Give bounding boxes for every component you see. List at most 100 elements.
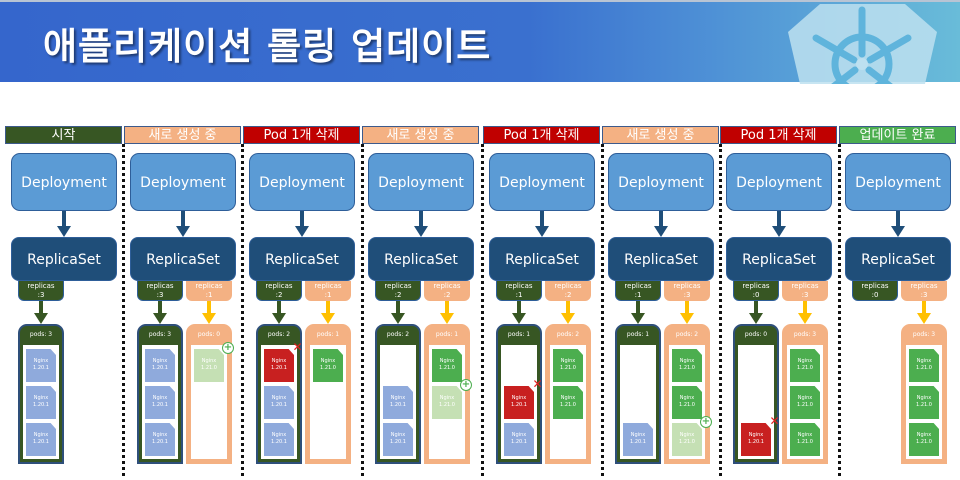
replicas-label: replicas <box>195 282 223 290</box>
replicas-count: :1 <box>205 291 213 299</box>
arrow-head <box>749 313 763 324</box>
phase-label-start: 시작 <box>5 126 122 144</box>
replicaset-box[interactable]: ReplicaSet <box>249 237 355 281</box>
replicas-count: :3 <box>37 291 45 299</box>
replicaset-box[interactable]: ReplicaSet <box>726 237 832 281</box>
arrow-head <box>321 313 335 324</box>
pod-version: 1.21.0 <box>797 439 813 445</box>
replicas-badge-old: replicas:0 <box>852 281 898 301</box>
pod-version: 1.21.0 <box>201 365 217 371</box>
replicaset-box[interactable]: ReplicaSet <box>845 237 951 281</box>
arrow-shaft <box>61 211 66 227</box>
deployment-box[interactable]: Deployment <box>249 153 355 211</box>
replicas-count: :2 <box>443 291 451 299</box>
column-separator <box>838 144 841 476</box>
pod-version: 1.21.0 <box>439 402 455 408</box>
arrow-head <box>917 313 931 324</box>
replicas-count: :0 <box>871 291 879 299</box>
arrow-head <box>798 313 812 324</box>
arrow-shaft <box>418 211 423 227</box>
pod-name: Nginx <box>560 358 576 364</box>
column-separator <box>241 144 244 476</box>
replicas-count: :3 <box>683 291 691 299</box>
replicaset-box[interactable]: ReplicaSet <box>130 237 236 281</box>
replicaset-box[interactable]: ReplicaSet <box>368 237 474 281</box>
arrow-head <box>653 226 668 237</box>
replicas-badge-new: replicas:3 <box>664 281 710 301</box>
deployment-box[interactable]: Deployment <box>608 153 714 211</box>
replicaset-box[interactable]: ReplicaSet <box>489 237 595 281</box>
deployment-box[interactable]: Deployment <box>11 153 117 211</box>
phase-label-done: 업데이트 완료 <box>839 126 956 144</box>
replicas-badge-new: replicas:1 <box>305 281 351 301</box>
replicaset-box[interactable]: ReplicaSet <box>608 237 714 281</box>
replicas-count: :3 <box>920 291 928 299</box>
replicas-badge-old: replicas:0 <box>733 281 779 301</box>
replicas-label: replicas <box>554 282 582 290</box>
deployment-box[interactable]: Deployment <box>489 153 595 211</box>
pod-version: 1.21.0 <box>916 365 932 371</box>
title-banner: 애플리케이션 롤링 업데이트 <box>0 0 960 84</box>
arrow-head <box>413 226 428 237</box>
pod-name: Nginx <box>33 358 49 364</box>
deployment-box[interactable]: Deployment <box>130 153 236 211</box>
kubernetes-helm-wheel-icon <box>788 4 937 84</box>
deployment-box[interactable]: Deployment <box>726 153 832 211</box>
pod-version: 1.20.1 <box>271 402 287 408</box>
arrow-shaft <box>445 301 449 314</box>
delete-x-icon: ✕ <box>292 340 303 354</box>
column-separator <box>361 144 364 476</box>
deployment-box[interactable]: Deployment <box>368 153 474 211</box>
pod-name: Nginx <box>560 395 576 401</box>
replicaset-box[interactable]: ReplicaSet <box>11 237 117 281</box>
pod-name: Nginx <box>271 395 287 401</box>
pod-name: Nginx <box>152 358 168 364</box>
deployment-box[interactable]: Deployment <box>845 153 951 211</box>
arrow-shaft <box>326 301 330 314</box>
plus-circle-icon: + <box>700 416 712 428</box>
pod-version: 1.21.0 <box>797 402 813 408</box>
arrow-head <box>561 313 575 324</box>
arrow-shaft <box>39 301 43 314</box>
pod-name: Nginx <box>797 358 813 364</box>
